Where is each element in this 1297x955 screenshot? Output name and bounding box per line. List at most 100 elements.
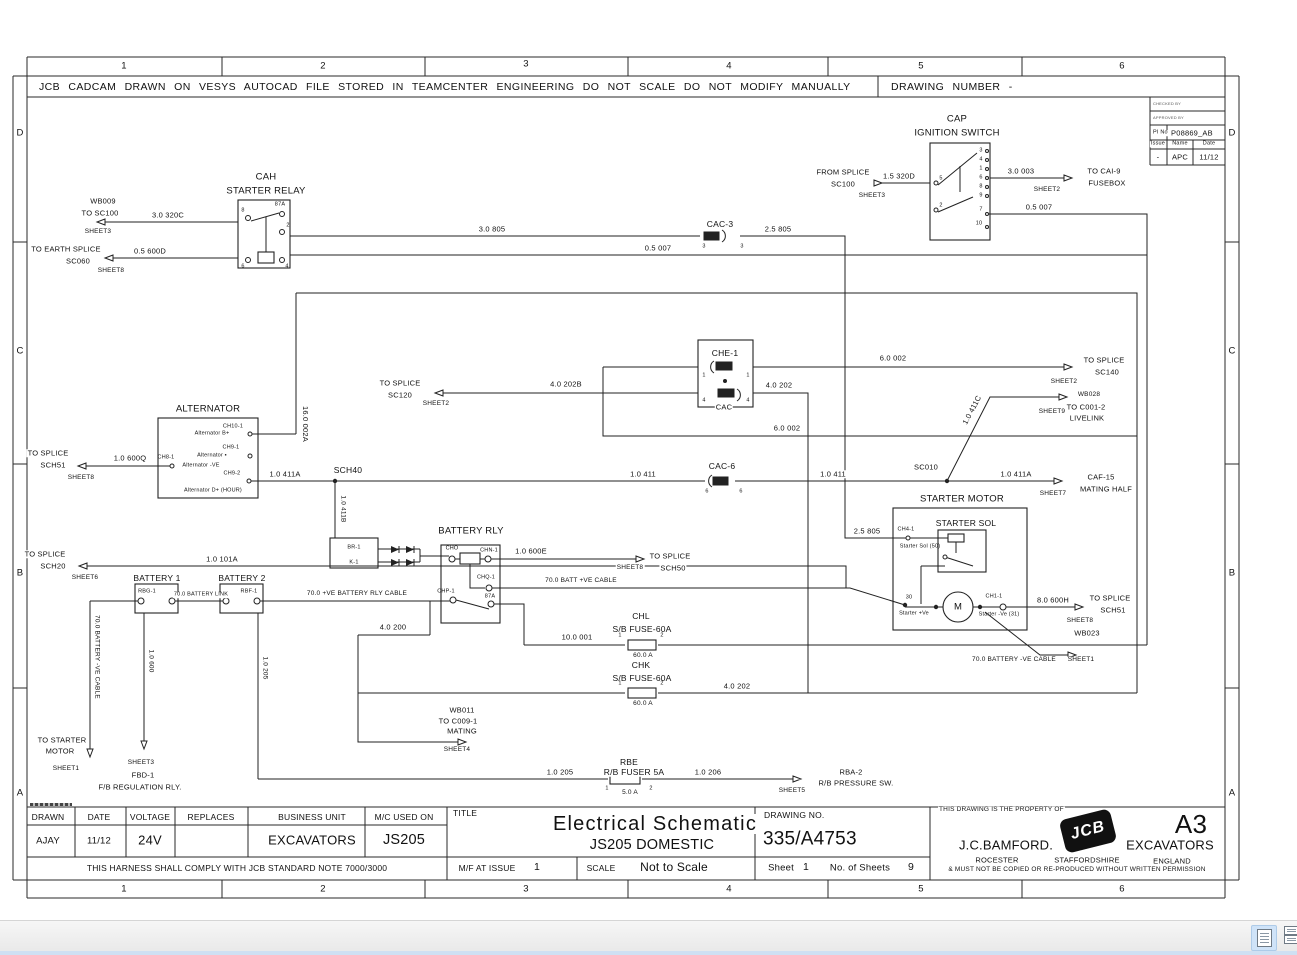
- relay-pin-6: 6: [241, 263, 245, 270]
- nve-cable-label: 70.0 BATTERY -VE CABLE: [92, 614, 101, 700]
- brly-chq: CHQ-1: [476, 574, 496, 581]
- relay-dest: TO SC100: [80, 208, 120, 218]
- drawing-no-header: DRAWING NO.: [763, 809, 826, 820]
- chk-title: S/B FUSE-60A: [611, 672, 673, 683]
- alt-dplus: Alternator D+ (HOUR): [184, 487, 242, 494]
- ign-to-2: FUSEBOX: [1087, 178, 1127, 188]
- paper-size: A3: [1174, 809, 1208, 839]
- cac6-pin-l: 6: [705, 488, 709, 495]
- pve-rly-cable-label: 70.0 +VE BATTERY RLY CABLE: [305, 589, 409, 598]
- replaces-header: REPLACES: [186, 811, 236, 822]
- wire-200: 4.0 200: [378, 622, 408, 632]
- chk-ref: CHK: [630, 659, 652, 670]
- ign-pin-4r: 4: [979, 156, 983, 163]
- col-2-top: 2: [319, 60, 327, 72]
- alt-ch9-1: CH9-1: [222, 444, 240, 451]
- relay-pin-87a: 87A: [274, 201, 286, 208]
- rbe-pin-2: 2: [649, 785, 653, 792]
- alt-nve: Alternator -VE: [182, 462, 220, 469]
- date-value: 11/12: [1198, 152, 1220, 162]
- cac6-pin-r: 6: [739, 488, 743, 495]
- brly-chp: CHP-1: [437, 588, 455, 595]
- wire-007-b: 0.5 007: [1024, 202, 1054, 212]
- name-value: APC: [1170, 152, 1190, 162]
- ign-from-2: SC100: [830, 179, 856, 189]
- wb011-mating: MATING: [446, 726, 478, 736]
- caf15-sheet: SHEET7: [1038, 489, 1068, 498]
- permission-note: & MUST NOT BE COPIED OR RE-PRODUCED WITH…: [947, 865, 1207, 874]
- wire-805: 3.0 805: [477, 224, 507, 234]
- wire-320c: 3.0 320C: [150, 210, 186, 220]
- no-of-sheets-header: No. of Sheets: [828, 862, 892, 874]
- fbd-sheet: SHEET3: [126, 758, 156, 767]
- alt-ch10-1: CH10-1: [222, 423, 244, 430]
- col-5-bottom: 5: [917, 883, 925, 895]
- ign-from-1: FROM SPLICE: [815, 167, 871, 177]
- col-1-top: 1: [120, 60, 128, 72]
- wire-411a: 1.0 411A: [268, 469, 302, 479]
- relay-pin-4: 4: [285, 263, 289, 270]
- sch40-splice: SCH40: [332, 464, 364, 475]
- fbd-ref: FBD-1: [130, 770, 156, 780]
- rba2-sheet: SHEET5: [777, 786, 807, 795]
- ign-to-1: TO CAI-9: [1086, 166, 1122, 176]
- fbd-title: F/B REGULATION RLY.: [97, 782, 183, 792]
- wire-002a: 16.0 002A: [300, 405, 310, 443]
- wire-411b: 1.0 411B: [338, 494, 347, 524]
- wire-206: 1.0 206: [693, 767, 723, 777]
- ign-pin-7r: 7: [979, 206, 983, 213]
- wire-002b: 6.0 002: [772, 423, 802, 433]
- mf-at-issue-header: M/F AT ISSUE: [457, 862, 517, 873]
- wire-205-vert: 1.0 205: [260, 655, 269, 681]
- cac3-pin-r: 3: [740, 243, 744, 250]
- row-d-left: D: [15, 127, 25, 139]
- chk-pin-1: 1: [618, 680, 622, 687]
- ign-pin-2: 2: [939, 202, 943, 209]
- wire-411-r: 1.0 411: [819, 469, 847, 479]
- wb011-dest: TO C009-1: [437, 716, 479, 726]
- voltage-header: VOLTAGE: [128, 811, 172, 822]
- diode-br1: BR-1: [347, 544, 361, 551]
- single-page-view-button[interactable]: [1251, 925, 1277, 951]
- sc010-splice: SC010: [913, 462, 939, 472]
- battery1-title: BATTERY 1: [132, 572, 182, 583]
- scale-header: SCALE: [585, 862, 617, 873]
- wire-805c: 2.5 805: [852, 526, 882, 536]
- name-header: Name: [1171, 140, 1189, 147]
- earth-sheet: SHEET8: [96, 266, 126, 275]
- alt-ch9-2: CH9-2: [223, 470, 241, 477]
- mf-at-issue-value: 1: [532, 860, 542, 873]
- wire-007-a: 0.5 007: [643, 243, 673, 253]
- bat-rbf-1: RBF-1: [240, 588, 258, 595]
- row-c-right: C: [1227, 345, 1237, 357]
- row-c-left: C: [15, 345, 25, 357]
- sc120-1: TO SPLICE: [378, 378, 422, 388]
- motor-m: M: [953, 601, 963, 613]
- voltage-value: 24V: [137, 832, 163, 848]
- issue-header: Issue: [1149, 140, 1167, 147]
- wire-001: 10.0 001: [560, 632, 594, 642]
- to-starter-sheet: SHEET1: [51, 764, 81, 773]
- wire-600h: 8.0 600H: [1035, 595, 1071, 605]
- to-starter-2: MOTOR: [44, 746, 76, 756]
- battery-rly-title: BATTERY RLY: [437, 525, 505, 537]
- row-a-right: A: [1227, 787, 1237, 799]
- wire-411a2: 1.0 411A: [999, 469, 1033, 479]
- scrolling-page-view-button[interactable]: [1279, 925, 1297, 949]
- col-6-top: 6: [1118, 60, 1126, 72]
- date-value-tb: 11/12: [85, 835, 113, 847]
- rba2-title: R/B PRESSURE SW.: [817, 778, 895, 788]
- offpage-arrows: [76, 174, 1085, 783]
- diode-k1: K-1: [349, 559, 359, 566]
- wb028-dest: TO C001-2: [1065, 402, 1107, 412]
- pin-circles: [137, 149, 1007, 611]
- pi-no-value: P08869_AB: [1170, 128, 1214, 138]
- sch20-1: TO SPLICE: [23, 549, 67, 559]
- wb023-ref: WB023: [1073, 628, 1101, 638]
- jcb-logo-text: JCB: [1068, 818, 1107, 843]
- che1-sub: CAC: [714, 402, 734, 412]
- wb011-sheet: SHEET4: [442, 745, 472, 754]
- relay-pin-2: 2: [286, 222, 290, 229]
- pi-no-label: PI No: [1152, 129, 1169, 136]
